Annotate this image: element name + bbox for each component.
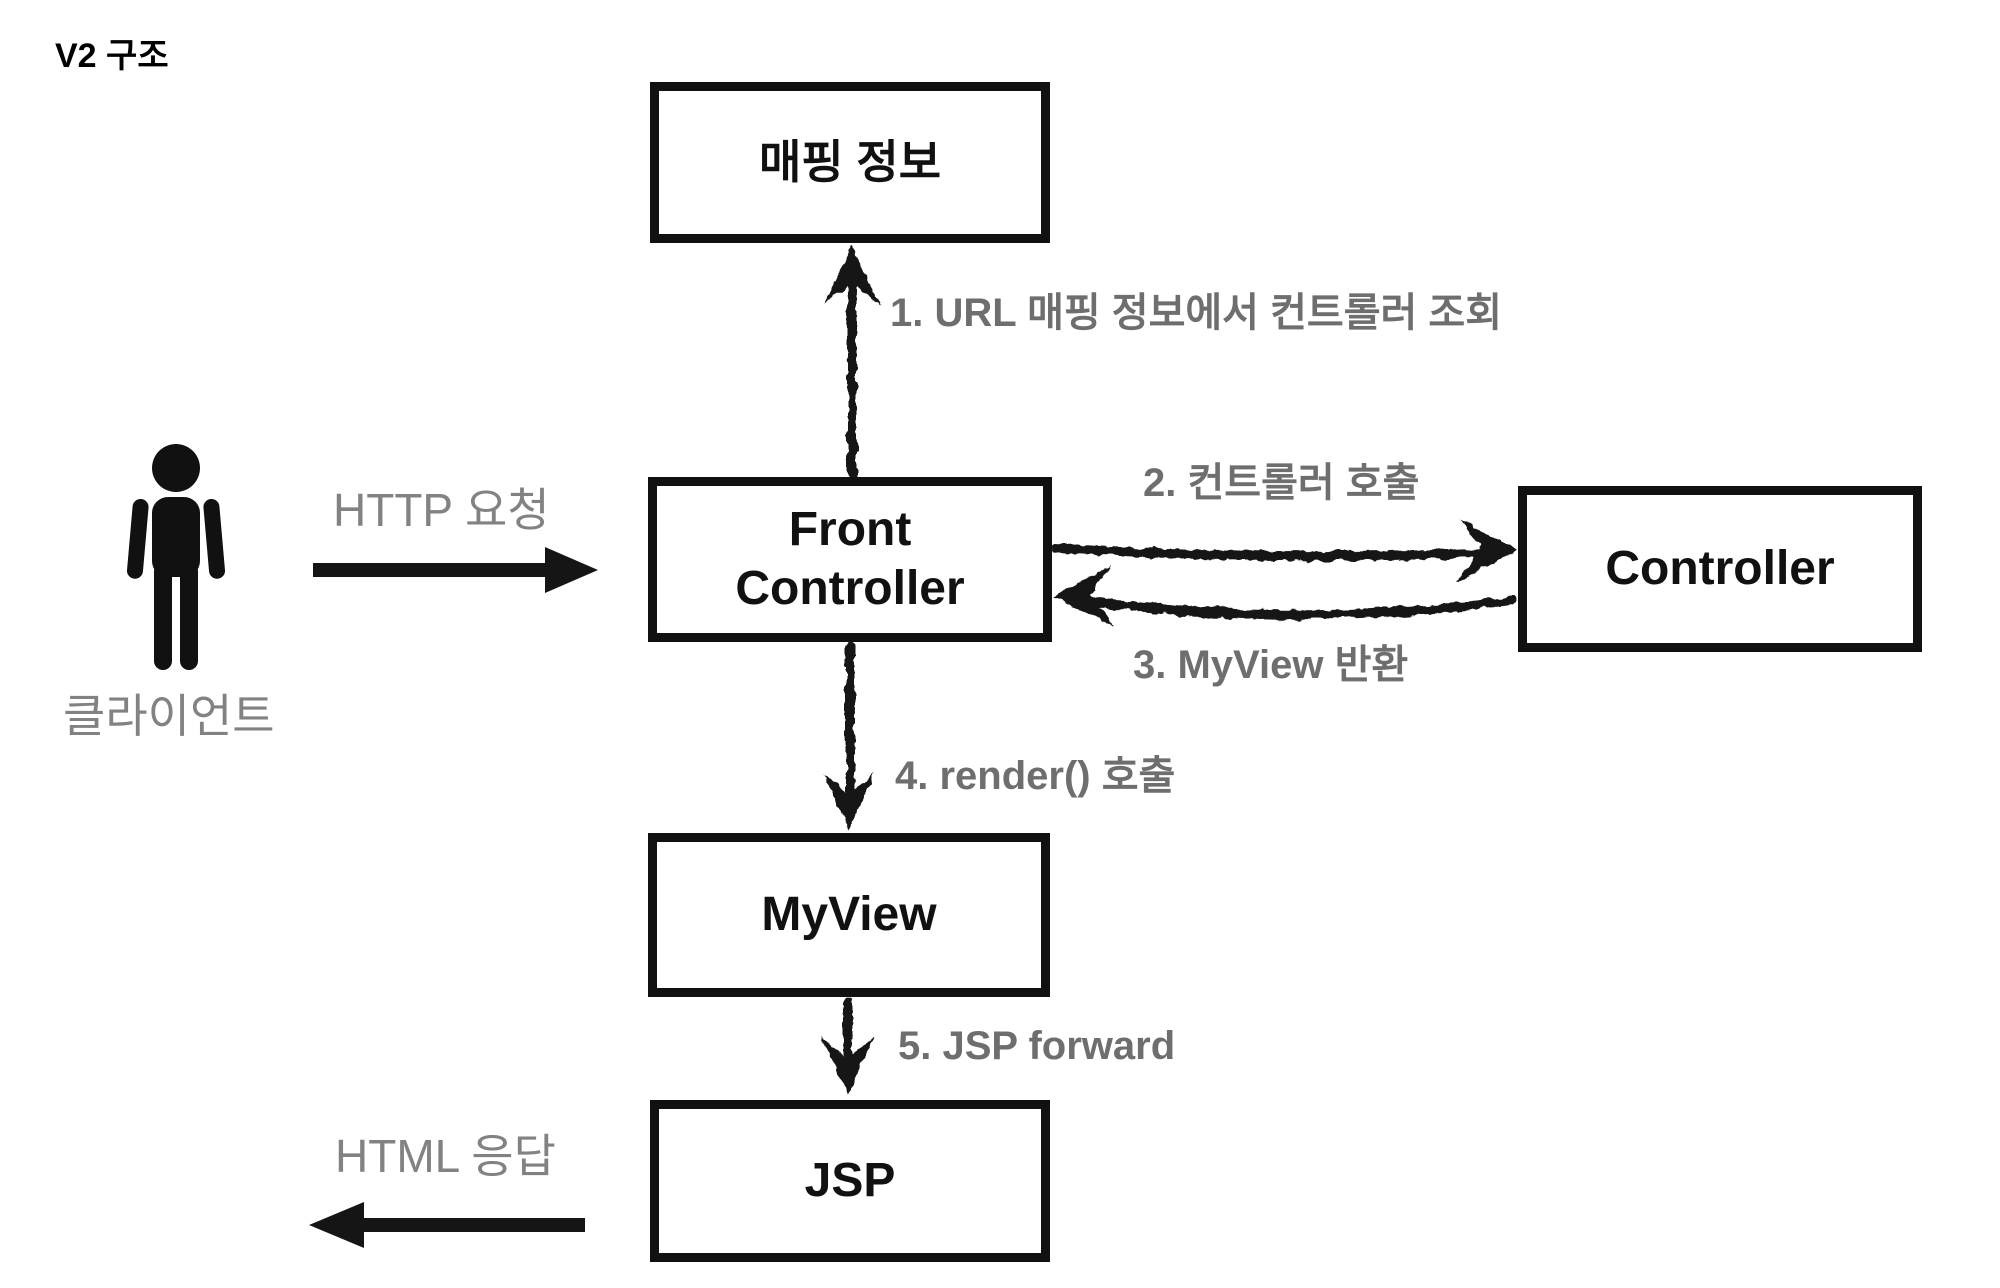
step1-up-arrow: [824, 246, 880, 479]
html-response-label: HTML 응답: [335, 1130, 556, 1182]
step3-left-arrow: [1053, 565, 1517, 627]
step3-label: 3. MyView 반환: [1133, 643, 1409, 687]
http-request-label: HTTP 요청: [333, 484, 550, 536]
jsp-box: JSP: [650, 1100, 1050, 1262]
front-controller-label-line1: Front: [788, 502, 912, 556]
controller-box: Controller: [1518, 486, 1922, 652]
front-controller-label-line2: Controller: [735, 561, 965, 615]
step4-label: 4. render() 호출: [895, 754, 1176, 798]
step2-label: 2. 컨트롤러 호출: [1143, 461, 1420, 505]
jsp-label: JSP: [804, 1153, 896, 1207]
html-response-arrow: [309, 1202, 585, 1248]
mapping-info-label: 매핑 정보: [758, 136, 942, 189]
myview-label: MyView: [761, 887, 937, 941]
client-label: 클라이언트: [63, 690, 275, 742]
page-title: V2 구조: [55, 37, 169, 75]
step1-label: 1. URL 매핑 정보에서 컨트롤러 조회: [890, 291, 1503, 335]
step2-right-arrow: [1051, 519, 1517, 581]
mapping-info-box: 매핑 정보: [650, 82, 1050, 243]
step5-label: 5. JSP forward: [898, 1024, 1176, 1068]
myview-box: MyView: [648, 833, 1050, 997]
controller-label: Controller: [1605, 541, 1835, 595]
person-icon: [126, 444, 226, 670]
front-controller-box: Front Controller: [648, 477, 1052, 642]
http-request-arrow: [313, 547, 598, 593]
step4-down-arrow: [823, 641, 875, 830]
step5-down-arrow: [822, 996, 874, 1095]
